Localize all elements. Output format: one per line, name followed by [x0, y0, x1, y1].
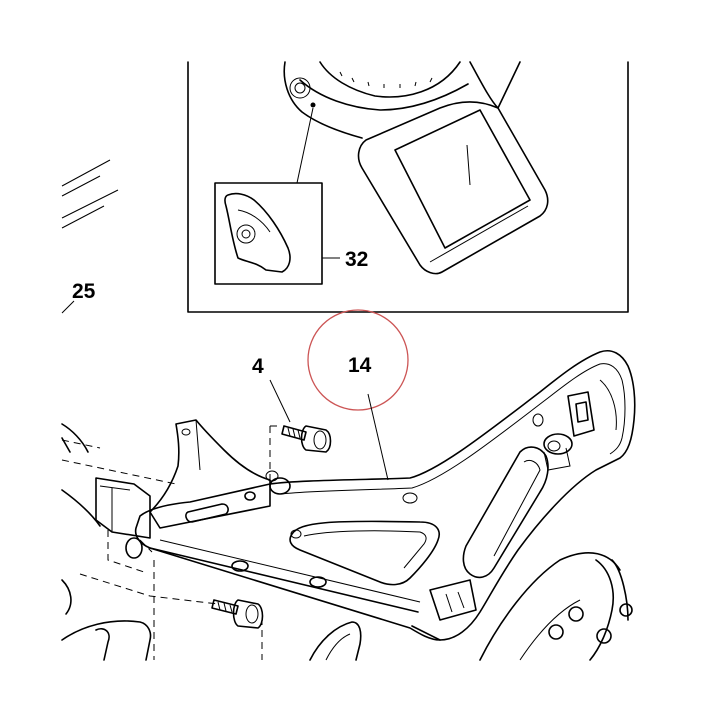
instrument-inset: 32: [187, 61, 629, 313]
bolt-lower: [211, 599, 264, 629]
highlight-circle: [307, 309, 409, 411]
leader-line-4: [269, 379, 291, 423]
leader-line-14: [367, 393, 389, 481]
left-partial-parts: 25: [61, 159, 119, 314]
leader-line-25: [61, 300, 75, 314]
leader-line-detail: [296, 107, 314, 184]
assembly-lines: [61, 425, 282, 660]
detail-box: [214, 182, 323, 285]
frame-partial-left: [61, 423, 152, 661]
subframe-bracket: [134, 350, 636, 641]
bolt-4: [281, 425, 332, 453]
callout-25: 25: [72, 280, 96, 303]
leader-dot: [310, 102, 316, 108]
instrument-cluster: [283, 61, 549, 275]
callout-4: 4: [252, 355, 264, 378]
callout-32: 32: [345, 248, 368, 271]
callout-14: 14: [348, 354, 372, 377]
bottom-partial-parts: [309, 552, 633, 661]
mounting-plate: [149, 419, 291, 529]
inset-frame: [187, 61, 629, 313]
